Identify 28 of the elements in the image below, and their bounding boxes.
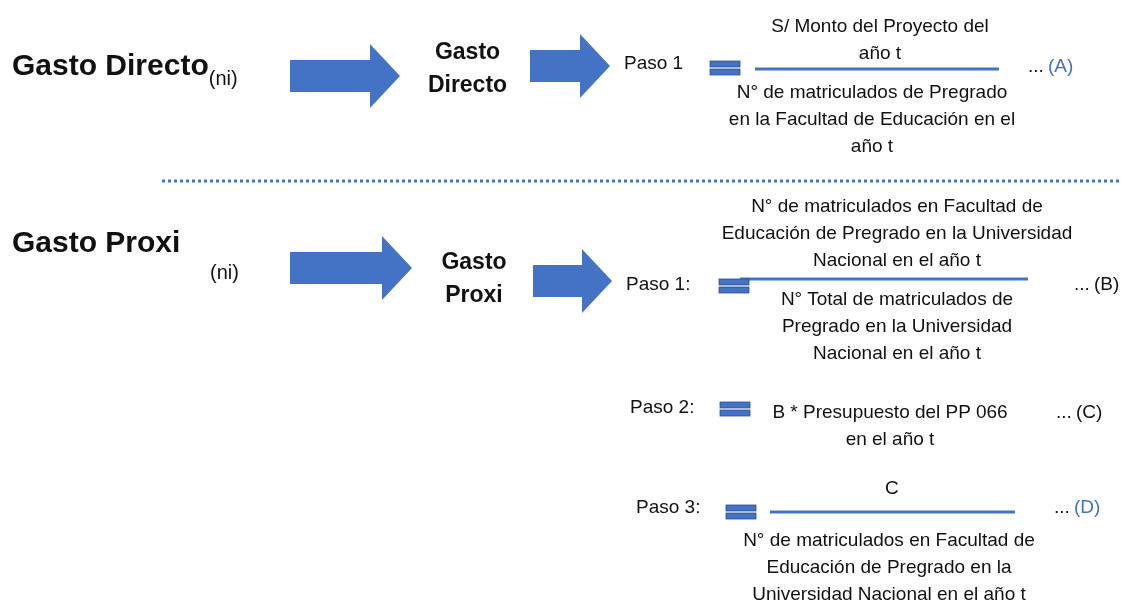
ellipsis-text: ... — [1054, 495, 1070, 519]
numerator-text: C — [885, 476, 899, 500]
formula-text: B * Presupuesto del PP 066 en el año t — [771, 400, 1009, 451]
step-label: Paso 2: — [630, 395, 695, 419]
step-label: Paso 1: — [626, 272, 691, 297]
subscript-text: (ni) — [210, 260, 239, 285]
block-arrow — [530, 34, 610, 98]
numerator-text: S/ Monto del Proyecto del año t — [770, 14, 990, 65]
ellipsis-text: ... — [1074, 272, 1090, 296]
denominator-text: N° Total de matriculados de Pregrado en la Universidad Nacional en el año t — [779, 287, 1015, 365]
step-title: Gasto Proxi — [440, 246, 508, 309]
equation-tag: (B) — [1094, 270, 1120, 297]
denominator-text: N° de matriculados en Facultad de Educación de Pregrado en la Universidad Nacional en el año t — [742, 528, 1036, 603]
equation-tag: (D) — [1074, 493, 1101, 520]
block-arrow — [290, 236, 412, 300]
equation-tag: (A) — [1048, 52, 1074, 79]
step-label: Paso 1 — [624, 51, 684, 76]
block-arrow — [533, 249, 612, 313]
equation-tag: (C) — [1076, 398, 1103, 425]
ellipsis-text: ... — [1056, 400, 1072, 424]
step-title: Gasto Directo — [426, 36, 509, 99]
numerator-text: N° de matriculados en Facultad de Educación de Pregrado en la Universidad Nacional en el año t — [720, 194, 1074, 272]
ellipsis-text: ... — [1028, 54, 1044, 78]
heading-text: Gasto Proxi — [12, 224, 181, 261]
heading-text: Gasto Directo$_{(ni)}$ — [12, 47, 238, 91]
step-label: Paso 3: — [636, 495, 701, 519]
denominator-text: N° de matriculados de Pregrado en la Facultad de Educación en el año t — [727, 80, 1017, 158]
block-arrow — [290, 44, 400, 108]
